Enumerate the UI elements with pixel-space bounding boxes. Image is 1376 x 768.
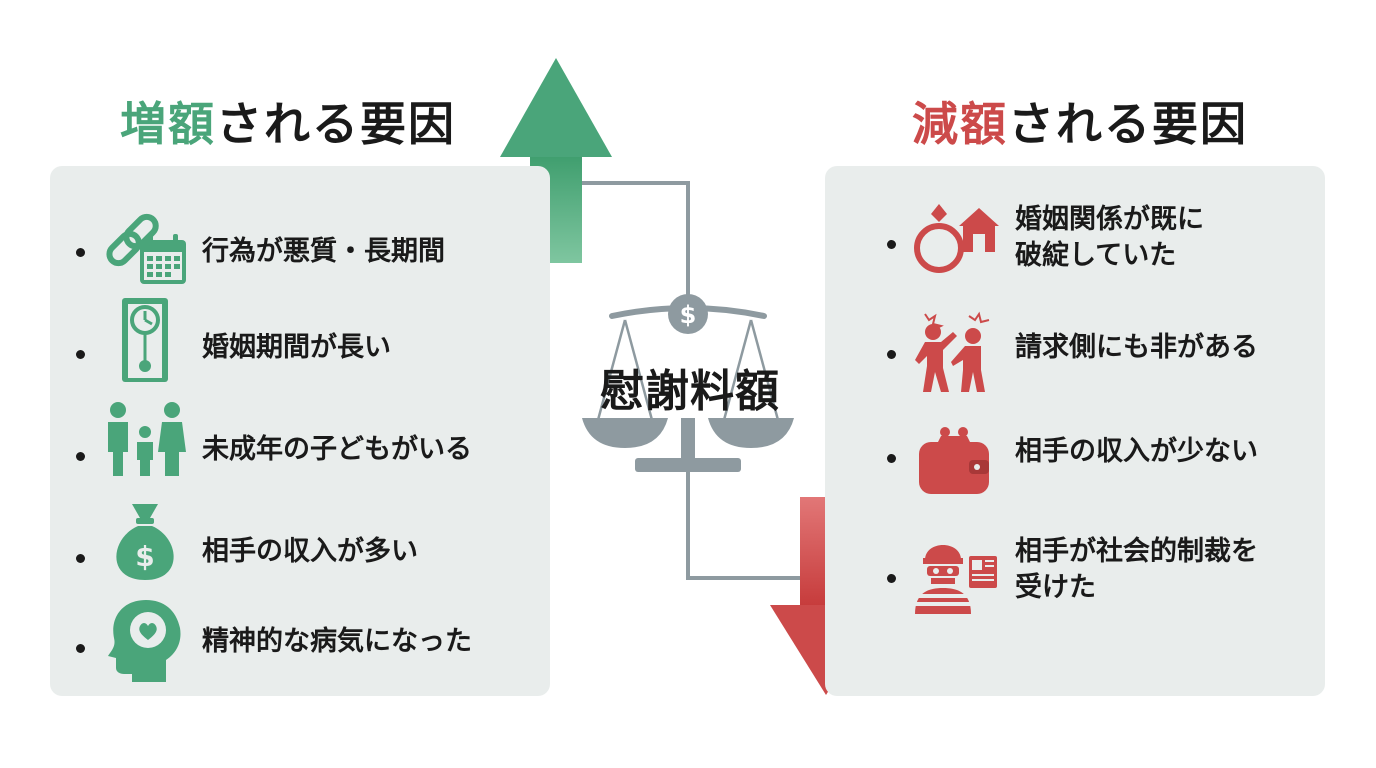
decrease-item: 相手の収入が少ない: [825, 410, 1325, 500]
increase-item: $ 相手の収入が多い: [50, 492, 550, 582]
decrease-title-rest: される要因: [1008, 97, 1248, 151]
thief-newspaper-icon: [909, 530, 999, 620]
label-line: 相手の収入が少ない: [1015, 436, 1258, 467]
increase-item: 婚姻期間が長い: [50, 288, 550, 382]
increase-item-label: 精神的な病気になった: [202, 624, 472, 660]
label-line: 婚姻関係が既に: [1015, 204, 1204, 235]
bullet: [887, 240, 896, 249]
increase-item-label: 行為が悪質・長期間: [202, 234, 445, 270]
decrease-item: 請求側にも非がある: [825, 306, 1325, 396]
label-line: 相手が社会的制裁を: [1015, 536, 1258, 567]
decrease-item: 婚姻関係が既に 破綻していた: [825, 196, 1325, 286]
increase-factors-title: 増額される要因: [120, 88, 456, 154]
decrease-item-label: 請求側にも非がある: [1015, 330, 1258, 366]
decrease-factors-panel: 婚姻関係が既に 破綻していた 請求側にも非がある: [825, 166, 1325, 696]
label-line: 請求側にも非がある: [1015, 332, 1258, 363]
bullet: [887, 454, 896, 463]
bullet: [887, 350, 896, 359]
bullet: [76, 248, 85, 257]
bullet: [76, 350, 85, 359]
head-heart-icon: [102, 594, 192, 684]
bullet: [887, 574, 896, 583]
label-line: 破綻していた: [1015, 240, 1177, 272]
balance-scale-icon: [582, 294, 794, 472]
connector-top: [580, 181, 690, 300]
chain-calendar-icon: [100, 200, 190, 290]
label-line: 精神的な病気になった: [202, 626, 472, 657]
decrease-factors-title: 減額される要因: [912, 88, 1248, 154]
label-line: 行為が悪質・長期間: [202, 236, 445, 267]
decrease-item-label: 相手の収入が少ない: [1015, 434, 1258, 470]
increase-item-label: 婚姻期間が長い: [202, 330, 391, 366]
increase-item: 行為が悪質・長期間: [50, 186, 550, 284]
compensation-amount-label: 慰謝料額: [600, 366, 780, 417]
label-line: 未成年の子どもがいる: [202, 434, 472, 465]
broken-ring-house-icon: [909, 196, 999, 286]
decrease-title-accent: 減額: [912, 97, 1008, 151]
decrease-item-label: 相手が社会的制裁を 受けた: [1015, 534, 1258, 607]
decrease-item-label: 婚姻関係が既に 破綻していた: [1015, 202, 1204, 275]
increase-item-label: 相手の収入が多い: [202, 534, 418, 570]
connector-bottom: [686, 470, 805, 580]
wallet-icon: [909, 414, 999, 504]
increase-title-rest: される要因: [216, 97, 456, 151]
decrease-item: 相手が社会的制裁を 受けた: [825, 530, 1325, 620]
increase-item: 未成年の子どもがいる: [50, 390, 550, 480]
label-line: 受けた: [1015, 572, 1096, 604]
bullet: [76, 452, 85, 461]
label-line: 婚姻期間が長い: [202, 332, 391, 363]
family-icon: [100, 392, 190, 482]
arguing-people-icon: [909, 310, 999, 400]
scale-dollar-symbol: $: [680, 301, 697, 329]
grandfather-clock-icon: [100, 294, 190, 384]
label-line: 相手の収入が多い: [202, 536, 418, 567]
increase-title-accent: 増額: [120, 97, 216, 151]
money-bag-icon: $: [100, 498, 190, 588]
bullet: [76, 644, 85, 653]
svg-text:$: $: [135, 540, 154, 573]
increase-factors-panel: 行為が悪質・長期間 婚姻期間が長い: [50, 166, 550, 696]
bullet: [76, 554, 85, 563]
increase-item-label: 未成年の子どもがいる: [202, 432, 472, 468]
increase-item: 精神的な病気になった: [50, 594, 550, 684]
